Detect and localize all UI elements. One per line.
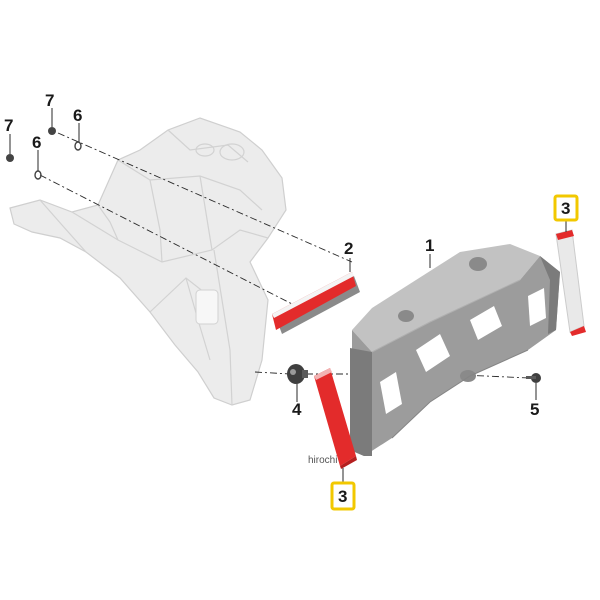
callout-part-3-lower-highlight (330, 481, 356, 511)
callout-part-7-lower: 7 (4, 116, 13, 135)
callout-part-3-upper-highlight (553, 194, 579, 222)
callout-part-1: 1 (425, 236, 434, 255)
watermark-text: hirochi (308, 455, 337, 466)
callout-part-5: 5 (530, 400, 539, 419)
leader-lines (9, 108, 567, 482)
nut-4 (287, 364, 308, 384)
reflector-side-lower (314, 368, 357, 469)
screw-5 (526, 373, 541, 383)
washer-6-upper (74, 141, 82, 151)
callout-part-6-upper: 6 (73, 106, 82, 125)
callout-part-4: 4 (292, 400, 302, 419)
ghost-subframe-bracket (9, 117, 287, 406)
callout-part-3-lower: 3 (338, 487, 347, 506)
reflector-rectangular (272, 272, 360, 334)
callout-part-6-lower: 6 (32, 133, 41, 152)
callout-part-2: 2 (344, 239, 353, 258)
callout-part-7-upper: 7 (45, 91, 54, 110)
number-plate-holder (350, 244, 560, 456)
screw-7-upper (48, 127, 56, 135)
reflector-side-upper (555, 229, 586, 336)
callout-part-3-upper: 3 (561, 199, 570, 218)
screw-7-lower (6, 154, 14, 162)
